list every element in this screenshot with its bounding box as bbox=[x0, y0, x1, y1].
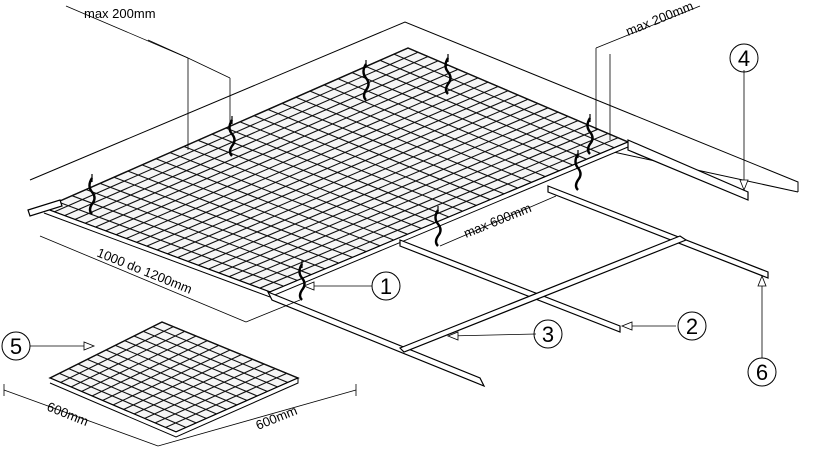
grid-ceiling-panel bbox=[42, 47, 630, 298]
dim-top-right-max: max 200mm bbox=[624, 0, 696, 39]
main-grid-bar-v bbox=[249, 132, 609, 285]
main-grid-bar-v bbox=[259, 137, 619, 289]
dim-top-left-max: max 200mm bbox=[84, 6, 156, 21]
tile-grid-bar-v bbox=[154, 368, 276, 424]
tile-grid-bar-v bbox=[144, 363, 265, 420]
main-grid-bar-v bbox=[74, 60, 439, 220]
hanger-clip bbox=[88, 174, 96, 215]
runner-rails bbox=[27, 139, 769, 388]
tile-grid-bar-v bbox=[70, 330, 185, 388]
main-grid-bar-v bbox=[43, 47, 409, 209]
main-grid-bar-v bbox=[136, 85, 499, 243]
main-grid-bar-v bbox=[167, 98, 529, 255]
hanger-clip bbox=[444, 54, 452, 95]
callout-3: 3 bbox=[533, 319, 563, 349]
callout-1-label: 1 bbox=[380, 274, 392, 299]
hanger-clip bbox=[228, 116, 236, 157]
hanger-clip bbox=[362, 60, 370, 101]
main-grid-bar-v bbox=[156, 94, 519, 251]
dim-tile-width: 600mm bbox=[45, 399, 91, 429]
dimension-lines bbox=[3, 5, 701, 447]
tile-grid-edge bbox=[49, 377, 299, 438]
main-grid-bar-v bbox=[125, 81, 489, 240]
tile-grid-bar-v bbox=[81, 335, 197, 392]
tile-grid-bar-v bbox=[165, 372, 287, 429]
grid-tile-600 bbox=[48, 321, 300, 438]
main-grid-bar-v bbox=[228, 124, 589, 278]
main-grid-bar-v bbox=[54, 51, 419, 213]
tile-grid-bar-v bbox=[60, 326, 174, 383]
callout-2: 2 bbox=[677, 311, 707, 341]
tile-grid-bar-v bbox=[123, 354, 242, 410]
hanger-clip bbox=[434, 206, 442, 247]
callout-6: 6 bbox=[747, 357, 777, 387]
callout-2-label: 2 bbox=[686, 314, 698, 339]
hanger-clip bbox=[574, 150, 582, 191]
tile-grid-bar-v bbox=[112, 349, 231, 406]
main-grid-bar-v bbox=[95, 68, 459, 228]
main-grid-bar-v bbox=[115, 77, 479, 236]
main-grid-bar-v bbox=[105, 73, 469, 232]
hanger-clip bbox=[586, 114, 594, 155]
main-grid-bar-v bbox=[187, 107, 549, 262]
dim-tile-depth: 600mm bbox=[254, 403, 300, 433]
tile-grid-bar-v bbox=[102, 344, 219, 401]
main-grid-bar-v bbox=[84, 64, 449, 224]
tile-grid-bar-v bbox=[49, 321, 163, 379]
callout-4-label: 4 bbox=[738, 46, 750, 71]
callout-5-label: 5 bbox=[10, 334, 22, 359]
callout-6-label: 6 bbox=[756, 360, 768, 385]
main-grid-bar-v bbox=[218, 120, 579, 274]
main-grid-bar-v bbox=[197, 111, 559, 266]
main-grid-bar-v bbox=[146, 90, 509, 247]
callout-3-label: 3 bbox=[542, 322, 554, 347]
hanger-clip bbox=[298, 260, 306, 301]
main-grid-bar-v bbox=[177, 103, 539, 259]
callout-5: 5 bbox=[1, 331, 31, 361]
main-grid-bar-v bbox=[238, 128, 599, 282]
tile-grid-bar-v bbox=[133, 358, 253, 415]
callout-leaders bbox=[30, 70, 767, 358]
callout-4: 4 bbox=[729, 43, 759, 73]
callout-1: 1 bbox=[371, 271, 401, 301]
suspension-hangers bbox=[88, 54, 594, 301]
main-grid-bar-v bbox=[208, 115, 569, 270]
tile-grid-bar-v bbox=[91, 340, 208, 397]
